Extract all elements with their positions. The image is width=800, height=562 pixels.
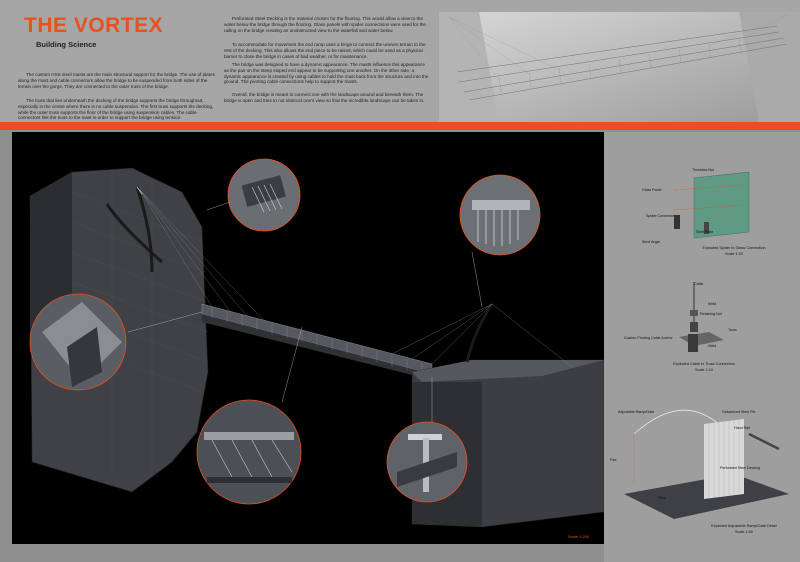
accent-band: [0, 122, 800, 130]
text-decking: Perforated Steel Decking is the material…: [224, 16, 426, 33]
cable-label-anchor: Custom Pivoting Cable Anchor: [624, 336, 673, 340]
ramp-label-gate: Adjustable Ramp/Gate: [618, 410, 655, 414]
cable-label-weld-bottom: Weld: [708, 344, 717, 348]
ramp-label-steel: Steel: [658, 496, 667, 500]
text-appearance: The bridge was designed to have a dynami…: [224, 62, 429, 85]
cable-connection-drawing: [679, 282, 724, 352]
spider-label-glass: Glass Panel: [642, 188, 662, 192]
spider-label-connector: Spider Connector: [646, 214, 674, 218]
cable-caption: Exploded Cable to Truss Connection: [673, 362, 735, 366]
spider-label-nut: Threaded Nut: [692, 168, 714, 172]
text-truss: The truss that lies underneath the decki…: [18, 98, 214, 121]
spider-connection-drawing: [673, 171, 750, 239]
ramp-gate-drawing: [624, 409, 789, 519]
left-mast-pair: [105, 186, 163, 273]
left-suspension-cables: [139, 189, 273, 330]
header-panel: THE VORTEX Building Science The custom H…: [0, 0, 800, 122]
right-mast: [391, 303, 573, 368]
text-ramp: To accommodate for movement the end ramp…: [224, 42, 426, 59]
detail-circle-railing: [386, 421, 468, 503]
main-scale-label: Scale 1:200: [568, 534, 590, 539]
detail-circle-mast-top: [206, 158, 301, 232]
bridge-3d-drawing: [29, 158, 604, 528]
hero-render-bridge: [439, 12, 800, 122]
detail-circle-mast-base: [29, 293, 127, 391]
ramp-caption: Exploded Adjustable Ramp/Gate Detail: [711, 524, 777, 528]
cable-scale: Scale 1:10: [695, 368, 713, 372]
main-bridge-drawing-panel: Scale 1:200: [12, 132, 604, 544]
spider-label-angle: Steel Angle: [642, 240, 661, 244]
detail-circle-truss-underside: [196, 399, 302, 505]
page-title: THE VORTEX: [24, 14, 164, 37]
detail-sidebar: Threaded Nut Glass Panel Spider Connecto…: [604, 132, 800, 562]
detail-leader-lines: [127, 251, 483, 422]
ramp-scale: Scale 1:50: [735, 530, 753, 534]
ramp-label-pin: Galvanized Steel Pin: [722, 410, 756, 414]
text-masts: The custom HSS steel masts are the main …: [18, 72, 215, 89]
cable-label-weld-top: Weld: [708, 302, 717, 306]
cable-label-cable: Cable: [694, 282, 704, 286]
spider-caption: Exploded Spider to Glass Connection: [702, 246, 766, 250]
hero-bridge-drawing: [439, 12, 800, 122]
detail-circle-right-mast-top: [459, 174, 541, 256]
text-overall: Overall, the bridge is meant to connect …: [224, 92, 425, 103]
page-subtitle: Building Science: [36, 40, 97, 49]
bridge-deck-truss: [201, 303, 433, 380]
cable-label-nut: Retaining Nut: [700, 312, 722, 316]
spider-label-plate: Steel Plate: [696, 230, 714, 234]
left-terrain-grid: [71, 170, 209, 477]
ramp-label-decking: Perforated Steel Decking: [720, 466, 760, 470]
ramp-label-pad: Pad: [610, 458, 617, 462]
spider-scale: Scale 1:20: [725, 252, 743, 256]
ramp-label-handrail: Hand Rail: [734, 426, 750, 430]
cable-label-truss: Truss: [728, 328, 737, 332]
